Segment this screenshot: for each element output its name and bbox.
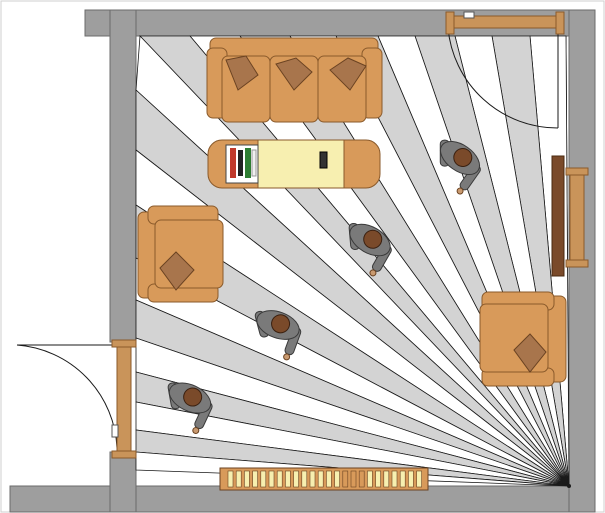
wall-rack-cap-bottom (565, 259, 589, 268)
wall-left-upper (109, 9, 137, 343)
person-hand (283, 353, 291, 361)
wall-outer-left (10, 10, 14, 345)
radiator (219, 467, 429, 491)
armchair-right (479, 291, 567, 387)
door-left-frame (116, 342, 132, 456)
radiator-fin (252, 470, 258, 488)
wall-rack-bar (569, 171, 585, 265)
armchair-left-seat (154, 219, 224, 289)
wall-rack-coils (551, 155, 565, 277)
door-top-jamb-left (445, 11, 455, 35)
coffee-table-top (257, 139, 345, 189)
book-white (251, 149, 257, 177)
person-2 (348, 222, 392, 277)
radiator-fin (301, 470, 308, 488)
radiator-fin (334, 470, 340, 488)
radiator-fin (342, 470, 349, 488)
radiator-fin (350, 470, 357, 488)
radiator-fin (285, 470, 291, 488)
person-head (271, 314, 291, 334)
person-hand (456, 187, 464, 195)
door-left-jamb-bottom (111, 450, 137, 459)
door-left-jamb-top (111, 339, 137, 348)
radiator-fin (408, 470, 414, 488)
radiator-fin (244, 470, 250, 488)
person-1 (439, 139, 481, 195)
book-red (230, 148, 236, 178)
person-4 (167, 382, 213, 435)
radiator-fin (227, 470, 234, 488)
person-head (363, 229, 383, 249)
radiator-fin (391, 470, 398, 488)
armchair-right-cushion (513, 333, 547, 373)
radiator-fin (235, 470, 242, 488)
door-left-opening (14, 343, 110, 451)
radiator-fin (399, 470, 406, 488)
radiator-fin (293, 470, 299, 488)
door-left-handle (111, 424, 119, 438)
sofa-cushion-1 (225, 55, 259, 91)
remote-control (319, 151, 328, 169)
radiator-fins (227, 470, 422, 488)
book-green (245, 148, 251, 178)
radiator-fin (268, 470, 275, 488)
radiator-fin (276, 470, 283, 488)
radiator-fin (416, 470, 422, 488)
radiator-fin (309, 470, 316, 488)
radiator-fin (383, 470, 390, 488)
door-top-swing-arc (447, 27, 559, 129)
door-top-jamb-right (555, 11, 565, 35)
three-seat-sofa (206, 37, 383, 123)
book-black (238, 150, 243, 176)
sofa-cushion-2 (275, 57, 313, 91)
door-top (445, 11, 565, 129)
corner-sensor (567, 484, 571, 488)
person-head (183, 387, 203, 407)
radiator-fin (367, 470, 373, 488)
radiator-fin (375, 470, 381, 488)
wall-rack-cap-top (565, 167, 589, 176)
door-left (14, 339, 137, 459)
coffee-table (207, 139, 381, 189)
armchair-left (137, 205, 224, 303)
radiator-fin (260, 470, 267, 488)
radiator-fin (326, 470, 332, 488)
person-head (453, 148, 473, 168)
person-hand (369, 269, 377, 277)
radiator-fin (317, 470, 324, 488)
people (167, 139, 481, 435)
person-3 (254, 310, 302, 361)
person-hand (192, 427, 200, 435)
armchair-left-cushion (159, 251, 195, 291)
door-top-handle (463, 11, 475, 19)
sofa-cushion-3 (329, 57, 367, 91)
wall-left-lower (109, 451, 137, 513)
wall-rack (551, 155, 589, 277)
radiator-fin (358, 470, 365, 488)
